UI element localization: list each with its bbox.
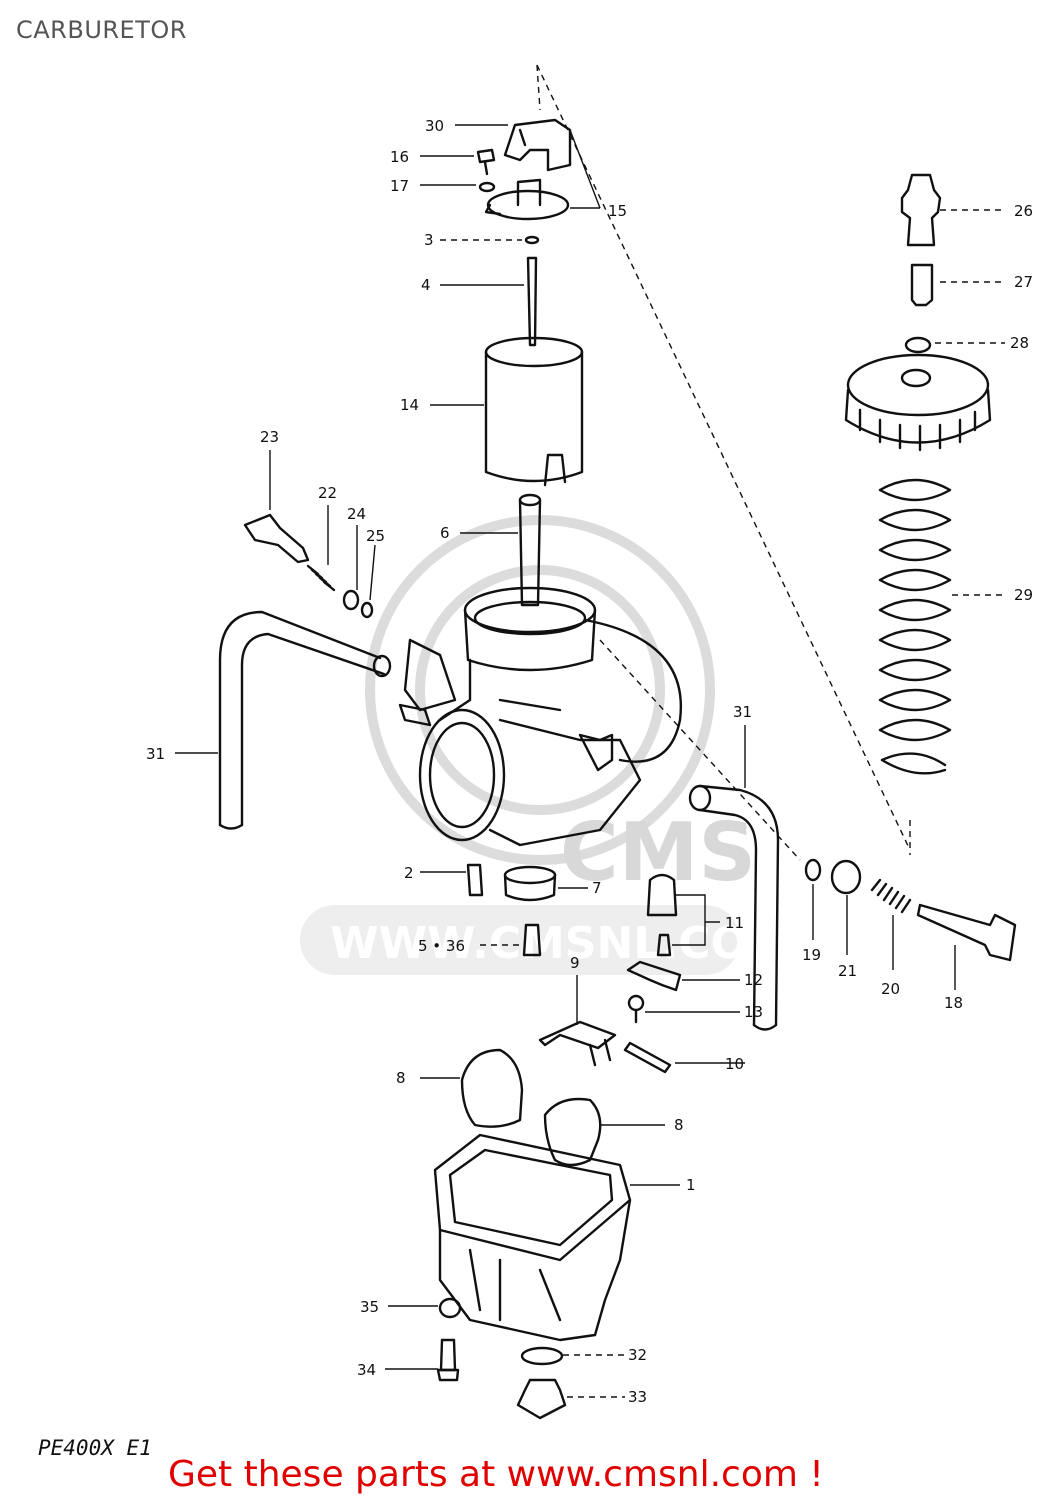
callout-14: 14 xyxy=(400,396,419,414)
callout-5-36: 5 • 36 xyxy=(418,937,465,955)
idle-screw-part xyxy=(916,903,1017,962)
callout-12: 12 xyxy=(744,971,763,989)
cap-21-part xyxy=(830,859,862,895)
page-title: CARBURETOR xyxy=(16,16,187,44)
callout-27: 27 xyxy=(1014,273,1033,291)
throttle-valve-part xyxy=(484,336,584,487)
callout-8-right: 8 xyxy=(674,1116,684,1134)
watermark-url-text: WWW.CMSNL.COM xyxy=(330,918,792,969)
washer-part xyxy=(478,181,496,193)
needle-clip-part xyxy=(524,235,540,245)
watermark-url-pill xyxy=(300,905,740,975)
callout-32: 32 xyxy=(628,1346,647,1364)
callout-16: 16 xyxy=(390,148,409,166)
spring-20-part xyxy=(870,878,912,914)
callout-15: 15 xyxy=(608,202,627,220)
pilot-spring-part xyxy=(306,564,336,592)
adjuster-nut-part xyxy=(910,263,934,307)
callout-22: 22 xyxy=(318,484,337,502)
alignment-lines xyxy=(536,64,911,861)
callout-18: 18 xyxy=(944,994,963,1012)
callout-31-right: 31 xyxy=(733,703,752,721)
callout-11: 11 xyxy=(725,914,744,932)
callout-3: 3 xyxy=(424,231,434,249)
callout-30: 30 xyxy=(425,117,444,135)
screw-34-part xyxy=(436,1338,460,1382)
cap-cover-part xyxy=(503,118,572,172)
drain-plug-33-part xyxy=(516,1378,567,1420)
o-ring-25-part xyxy=(360,601,374,619)
callout-21: 21 xyxy=(838,962,857,980)
callout-31-left: 31 xyxy=(146,745,165,763)
callout-33: 33 xyxy=(628,1388,647,1406)
callout-13: 13 xyxy=(744,1003,763,1021)
callout-35: 35 xyxy=(360,1298,379,1316)
float-right-part xyxy=(543,1097,602,1167)
gasket-32-part xyxy=(520,1346,564,1366)
callout-labels: 30 16 17 15 3 4 14 23 22 24 25 6 26 27 2… xyxy=(146,117,1033,1406)
callout-2: 2 xyxy=(404,864,414,882)
callout-6: 6 xyxy=(440,524,450,542)
baffle-7-part xyxy=(503,865,557,902)
float-valve-part xyxy=(646,873,678,957)
leader-lines xyxy=(175,124,1005,1398)
callout-29: 29 xyxy=(1014,586,1033,604)
callout-17: 17 xyxy=(390,177,409,195)
screw-13-part xyxy=(627,994,645,1024)
watermark-logo-text: CMS xyxy=(560,806,756,899)
float-pin-part xyxy=(623,1041,672,1074)
nut-28-part xyxy=(904,336,932,354)
callout-1: 1 xyxy=(686,1176,696,1194)
washer-24-part xyxy=(342,589,360,611)
clip-12-part xyxy=(626,960,682,992)
float-arm-part xyxy=(538,1020,617,1067)
pilot-jet-part xyxy=(466,863,484,897)
model-code: PE400X E1 xyxy=(38,1436,152,1460)
float-bowl-part xyxy=(433,1133,632,1342)
callout-25: 25 xyxy=(366,527,385,545)
float-left-part xyxy=(460,1048,524,1128)
callout-26: 26 xyxy=(1014,202,1033,220)
mixing-chamber-cap-part xyxy=(844,353,992,452)
throttle-spring-part xyxy=(878,478,952,775)
callout-10: 10 xyxy=(725,1055,744,1073)
jet-needle-part xyxy=(526,256,538,347)
vent-hose-right-part xyxy=(688,784,780,1031)
callout-28: 28 xyxy=(1010,334,1029,352)
callout-24: 24 xyxy=(347,505,366,523)
watermark: CMS WWW.CMSNL.COM xyxy=(300,515,792,975)
callout-8-left: 8 xyxy=(396,1069,406,1087)
cable-adjuster-part xyxy=(900,173,942,247)
callout-4: 4 xyxy=(421,276,431,294)
callout-19: 19 xyxy=(802,946,821,964)
plate-part xyxy=(484,178,570,221)
callout-34: 34 xyxy=(357,1361,376,1379)
screw-part xyxy=(476,148,496,176)
o-ring-19-part xyxy=(804,858,822,882)
promo-link[interactable]: Get these parts at www.cmsnl.com ! xyxy=(168,1454,824,1495)
pilot-screw-part xyxy=(243,513,310,564)
main-jet-part xyxy=(522,923,542,957)
needle-jet-part xyxy=(518,493,542,607)
carburetor-body-part xyxy=(398,586,683,847)
callout-7: 7 xyxy=(592,879,602,897)
vent-hose-left-part xyxy=(218,610,392,830)
callout-23: 23 xyxy=(260,428,279,446)
callout-9: 9 xyxy=(570,954,580,972)
callout-20: 20 xyxy=(881,980,900,998)
plug-35-part xyxy=(438,1297,462,1319)
